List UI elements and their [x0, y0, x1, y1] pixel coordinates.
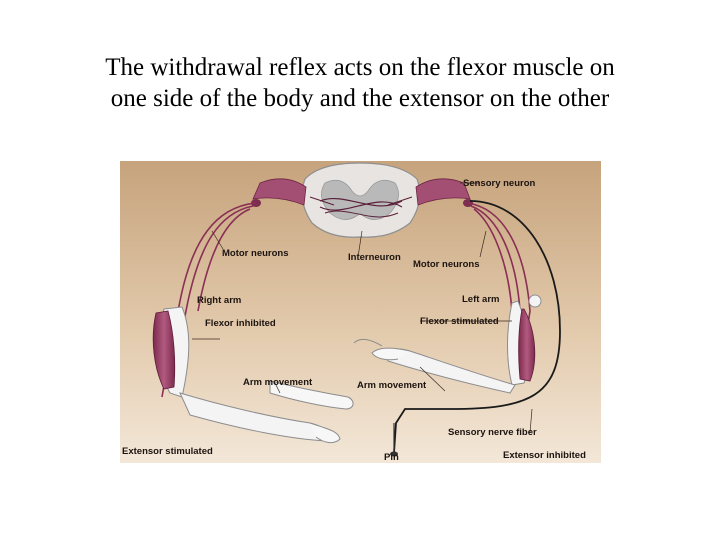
label-arm-movement-right: Arm movement [357, 380, 427, 391]
slide-title-line-1: The withdrawal reflex acts on the flexor… [40, 52, 680, 83]
label-sensory-neuron: Sensory neuron [463, 178, 536, 189]
label-extensor-stimulated: Extensor stimulated [122, 446, 213, 457]
label-pin: Pin [384, 452, 399, 463]
label-motor-neurons-left: Motor neurons [222, 248, 289, 259]
label-extensor-inhibited: Extensor inhibited [503, 450, 586, 461]
label-flexor-stimulated: Flexor stimulated [420, 316, 499, 327]
label-right-arm: Right arm [197, 295, 241, 306]
slide-title-line-2: one side of the body and the extensor on… [40, 83, 680, 114]
label-left-arm: Left arm [462, 294, 499, 305]
label-interneuron: Interneuron [348, 252, 401, 263]
withdrawal-reflex-diagram: Sensory neuron Motor neurons Interneuron… [120, 161, 601, 463]
label-sensory-nerve-fiber: Sensory nerve fiber [448, 427, 537, 438]
label-motor-neurons-right: Motor neurons [413, 259, 480, 270]
label-flexor-inhibited: Flexor inhibited [205, 318, 276, 329]
label-arm-movement-left: Arm movement [243, 377, 313, 388]
slide-title: The withdrawal reflex acts on the flexor… [40, 52, 680, 114]
